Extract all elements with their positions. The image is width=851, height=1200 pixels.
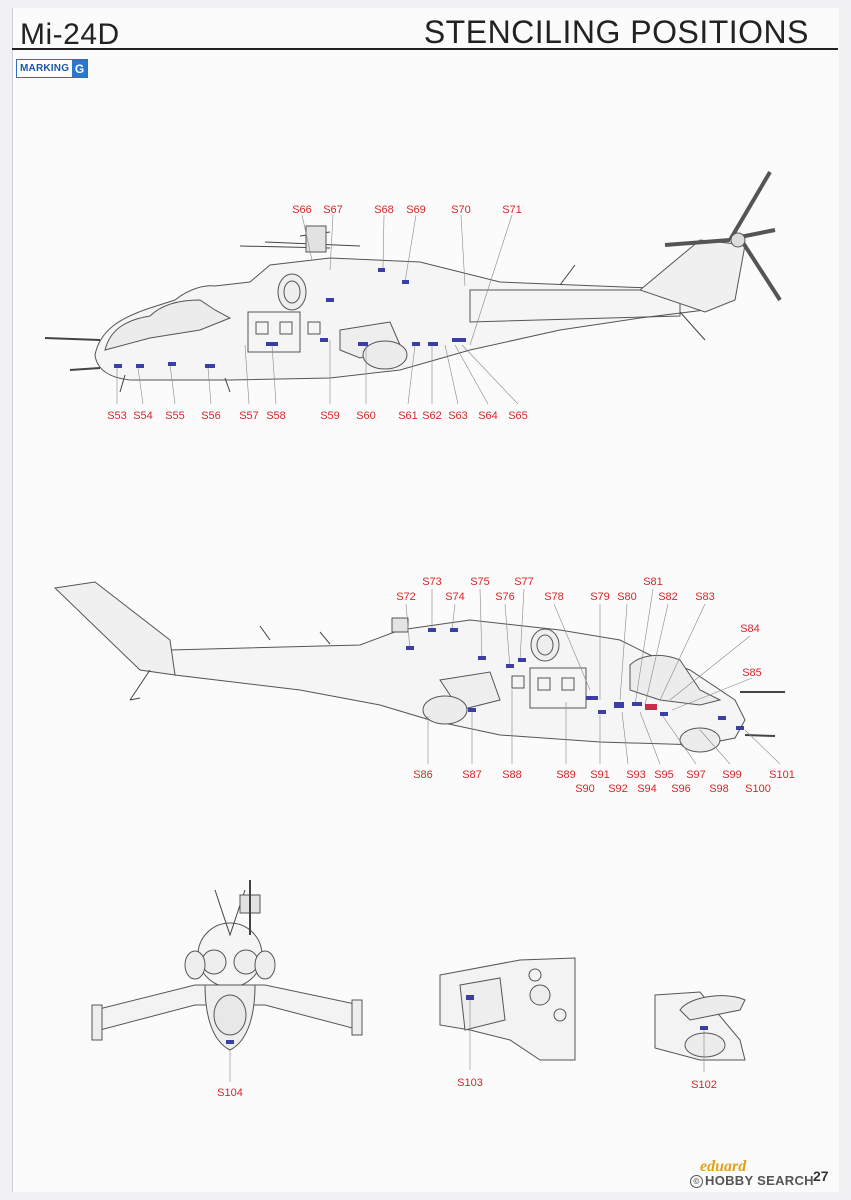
callout-s103: S103	[457, 1077, 483, 1089]
callout-s81: S81	[643, 576, 663, 588]
callout-s98: S98	[709, 783, 729, 795]
callout-s64: S64	[478, 410, 498, 422]
callout-s96: S96	[671, 783, 691, 795]
callout-s90: S90	[575, 783, 595, 795]
callout-s72: S72	[396, 591, 416, 603]
callout-s87: S87	[462, 769, 482, 781]
marking-label: MARKING	[20, 63, 70, 74]
page-title: STENCILING POSITIONS	[423, 14, 809, 50]
callout-s75: S75	[470, 576, 490, 588]
callout-s99: S99	[722, 769, 742, 781]
callout-s76: S76	[495, 591, 515, 603]
callout-s71: S71	[502, 204, 522, 216]
callout-s104: S104	[217, 1087, 243, 1099]
watermark-text: HOBBY SEARCH	[705, 1173, 814, 1188]
callout-s59: S59	[320, 410, 340, 422]
callout-s79: S79	[590, 591, 610, 603]
callout-s61: S61	[398, 410, 418, 422]
callout-s62: S62	[422, 410, 442, 422]
callout-s77: S77	[514, 576, 534, 588]
model-title: Mi-24D	[20, 18, 120, 51]
callout-s93: S93	[626, 769, 646, 781]
callout-s57: S57	[239, 410, 259, 422]
callout-s54: S54	[133, 410, 153, 422]
callout-s74: S74	[445, 591, 465, 603]
eduard-logo: eduard	[700, 1158, 747, 1175]
callout-s83: S83	[695, 591, 715, 603]
side-detail-view	[439, 957, 576, 1070]
callout-s100: S100	[745, 783, 771, 795]
helicopter-front-view	[91, 880, 363, 1082]
callout-s89: S89	[556, 769, 576, 781]
hobbysearch-watermark: ©HOBBY SEARCH	[690, 1173, 814, 1189]
callout-s56: S56	[201, 410, 221, 422]
callout-s68: S68	[374, 204, 394, 216]
copyright-icon: ©	[690, 1175, 703, 1189]
callout-s78: S78	[544, 591, 564, 603]
callout-s91: S91	[590, 769, 610, 781]
marking-letter: G	[72, 60, 87, 77]
callout-s92: S92	[608, 783, 628, 795]
callout-s86: S86	[413, 769, 433, 781]
callout-s95: S95	[654, 769, 674, 781]
callout-s97: S97	[686, 769, 706, 781]
callout-s63: S63	[448, 410, 468, 422]
callout-s53: S53	[107, 410, 127, 422]
helicopter-right-side-view	[53, 581, 785, 765]
callout-s67: S67	[323, 204, 343, 216]
marking-badge: MARKING G	[16, 59, 88, 78]
callout-s84: S84	[740, 623, 760, 635]
callout-s55: S55	[165, 410, 185, 422]
helicopter-left-side-view	[44, 170, 782, 405]
callout-s73: S73	[422, 576, 442, 588]
nose-detail-view	[654, 991, 746, 1072]
callout-s69: S69	[406, 204, 426, 216]
callout-s65: S65	[508, 410, 528, 422]
callout-s85: S85	[742, 667, 762, 679]
callout-s70: S70	[451, 204, 471, 216]
header-rule	[12, 48, 838, 50]
callout-s94: S94	[637, 783, 657, 795]
callout-s66: S66	[292, 204, 312, 216]
callout-s60: S60	[356, 410, 376, 422]
callout-s102: S102	[691, 1079, 717, 1091]
callout-s82: S82	[658, 591, 678, 603]
callout-s101: S101	[769, 769, 795, 781]
page-number: 27	[813, 1168, 829, 1184]
callout-s88: S88	[502, 769, 522, 781]
callout-s58: S58	[266, 410, 286, 422]
callout-s80: S80	[617, 591, 637, 603]
